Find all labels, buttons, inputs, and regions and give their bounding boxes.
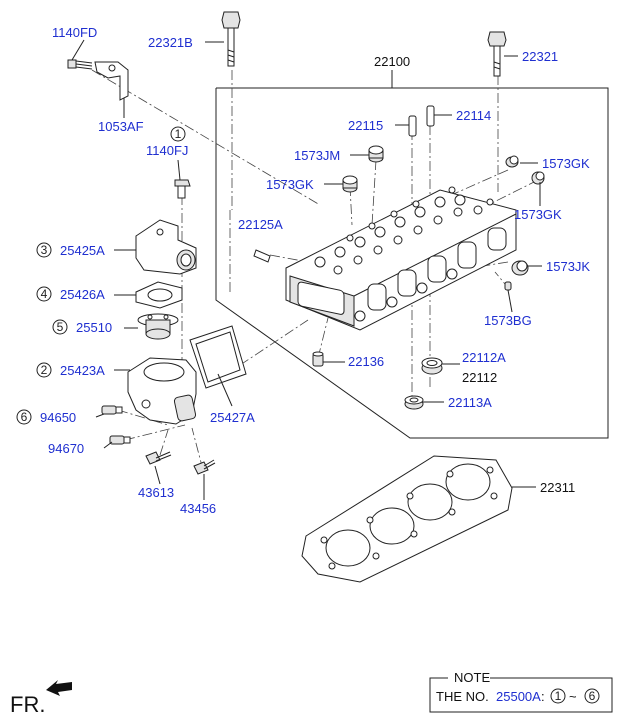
bolt-1140fd bbox=[67, 59, 93, 70]
label-22311: 22311 bbox=[540, 480, 575, 495]
plug-1573jk bbox=[511, 260, 529, 276]
label-22115: 22115 bbox=[348, 118, 383, 133]
svg-text:1: 1 bbox=[175, 127, 182, 141]
note-callout-from bbox=[550, 688, 566, 704]
sensor-94650 bbox=[101, 405, 123, 415]
bracket-1053af bbox=[94, 61, 129, 101]
label-1573gk-left: 1573GK bbox=[266, 177, 314, 192]
bolt-43613 bbox=[145, 451, 172, 465]
cylinder-head-22100 bbox=[285, 186, 517, 331]
water-outlet-25425a bbox=[135, 219, 197, 275]
dowel-22115 bbox=[408, 115, 417, 137]
note-title: NOTE bbox=[454, 670, 490, 685]
note-part: 25500A bbox=[496, 689, 541, 704]
seal-22112a bbox=[421, 357, 443, 375]
thermostat-housing-25423a bbox=[127, 357, 197, 425]
label-1573gk-right: 1573GK bbox=[514, 207, 562, 222]
plug-1573gk-right bbox=[531, 171, 545, 185]
label-22113a: 22113A bbox=[448, 395, 492, 410]
bolt-22321b bbox=[221, 11, 241, 67]
seal-22113a bbox=[404, 395, 424, 410]
label-25427a: 25427A bbox=[210, 410, 255, 425]
front-label: FR. bbox=[10, 692, 45, 717]
label-43456: 43456 bbox=[180, 501, 216, 516]
svg-text:3: 3 bbox=[41, 243, 48, 257]
note-tilde: ~ bbox=[569, 689, 577, 704]
plug-1573gk-right-top bbox=[505, 155, 519, 168]
label-1573jk: 1573JK bbox=[546, 259, 590, 274]
dowel-22114 bbox=[426, 105, 435, 127]
label-1140fd: 1140FD bbox=[52, 25, 97, 40]
callout-4: 4 bbox=[36, 286, 52, 302]
label-94670: 94670 bbox=[48, 441, 84, 456]
sensor-94670 bbox=[109, 435, 131, 445]
label-25426a: 25426A bbox=[60, 287, 105, 302]
plug-1573jm bbox=[368, 145, 384, 163]
label-22112a: 22112A bbox=[462, 350, 506, 365]
svg-text:2: 2 bbox=[41, 363, 48, 377]
gasket-25427a bbox=[189, 325, 247, 389]
label-1140fj: 1140FJ bbox=[146, 143, 188, 158]
label-22100: 22100 bbox=[374, 54, 410, 69]
callout-1: 1 bbox=[170, 126, 186, 142]
callout-5: 5 bbox=[52, 319, 68, 335]
svg-text:5: 5 bbox=[57, 320, 64, 334]
head-gasket-22311 bbox=[301, 455, 513, 583]
pin-22125a bbox=[253, 249, 271, 263]
bolt-43456 bbox=[193, 459, 216, 475]
note-to: 6 bbox=[589, 689, 596, 703]
bolt-1140fj bbox=[174, 179, 191, 199]
label-22125a: 22125A bbox=[238, 217, 283, 232]
label-94650: 94650 bbox=[40, 410, 76, 425]
label-25423a: 25423A bbox=[60, 363, 105, 378]
label-22321: 22321 bbox=[522, 49, 558, 64]
gasket-25426a bbox=[135, 281, 183, 309]
note-prefix: THE NO. bbox=[436, 689, 489, 704]
callout-3: 3 bbox=[36, 242, 52, 258]
note-colon: : bbox=[541, 689, 545, 704]
label-leaders bbox=[71, 39, 542, 500]
svg-text:4: 4 bbox=[41, 287, 48, 301]
callout-2: 2 bbox=[36, 362, 52, 378]
cylinder-head-frame bbox=[215, 87, 609, 439]
note-from: 1 bbox=[555, 689, 562, 703]
svg-text:6: 6 bbox=[21, 410, 28, 424]
label-25425a: 25425A bbox=[60, 243, 105, 258]
note-callout-to bbox=[584, 688, 600, 704]
plug-22136 bbox=[312, 351, 324, 367]
label-1573bg: 1573BG bbox=[484, 313, 532, 328]
front-direction: FR. bbox=[10, 680, 72, 717]
note-box: NOTE THE NO. 25500A : 1 ~ 6 bbox=[429, 670, 613, 713]
callout-6: 6 bbox=[16, 409, 32, 425]
label-25510: 25510 bbox=[76, 320, 112, 335]
plug-1573gk-left bbox=[342, 175, 358, 193]
label-1573gk-right-top: 1573GK bbox=[542, 156, 590, 171]
plug-1573bg bbox=[504, 281, 512, 291]
label-22321b: 22321B bbox=[148, 35, 193, 50]
label-22136: 22136 bbox=[348, 354, 384, 369]
label-43613: 43613 bbox=[138, 485, 174, 500]
label-22114: 22114 bbox=[456, 108, 491, 123]
thermostat-25510 bbox=[137, 313, 179, 340]
bolt-22321 bbox=[487, 31, 507, 77]
label-22112: 22112 bbox=[462, 370, 497, 385]
label-1573jm: 1573JM bbox=[294, 148, 340, 163]
label-1053af: 1053AF bbox=[98, 119, 144, 134]
front-arrow-icon bbox=[46, 680, 72, 696]
